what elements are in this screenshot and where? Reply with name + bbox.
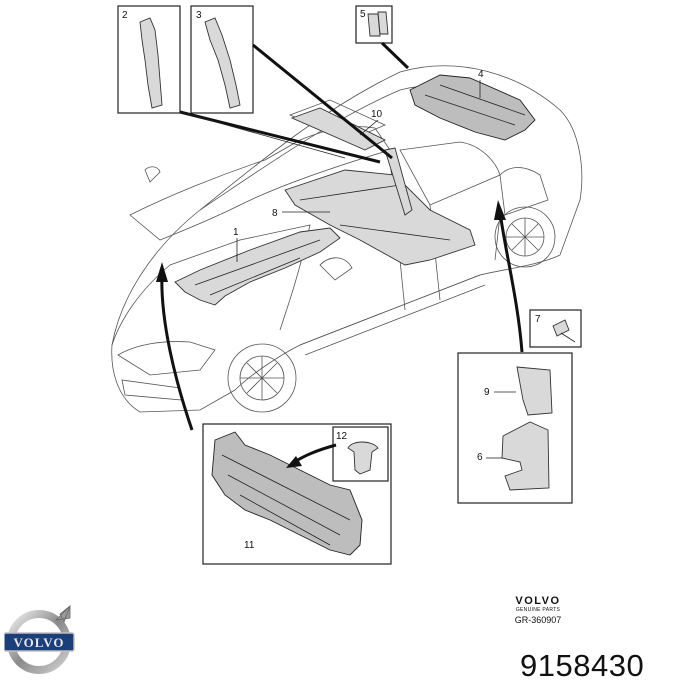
brand-block: VOLVO GENUINE PARTS GR-360907 (498, 595, 578, 626)
callout-2: 2 (122, 10, 128, 21)
part-10-roof-liner (290, 107, 387, 151)
logo-wordmark: VOLVO (14, 635, 65, 650)
callout-9: 9 (484, 387, 490, 398)
brand-wordmark: VOLVO (515, 595, 561, 607)
leader-lines (179, 41, 410, 164)
callout-8: 8 (272, 208, 278, 219)
detail-box-3: 3 (190, 5, 254, 114)
callout-3: 3 (196, 10, 202, 21)
curved-arrow-icon (156, 200, 524, 468)
part-8-floor-insulator (284, 169, 476, 266)
part-pillar-inserts (384, 147, 413, 216)
callout-1: 1 (233, 227, 239, 238)
detail-box-5: 5 (355, 5, 393, 44)
callout-10: 10 (371, 109, 383, 120)
diagram-reference: GR-360907 (514, 615, 562, 625)
part-number: 9158430 (520, 648, 645, 683)
detail-box-7: 7 (529, 309, 582, 348)
part-4-rear-shelf (409, 74, 536, 141)
volvo-iron-mark-icon: VOLVO (4, 604, 75, 674)
callout-11: 11 (244, 540, 255, 551)
brand-subline: GENUINE PARTS (515, 607, 561, 613)
part-1-cowl-panel (174, 227, 341, 306)
callout-6: 6 (477, 452, 483, 463)
callout-7: 7 (535, 314, 541, 325)
car-callouts: 1 8 10 4 (233, 69, 484, 262)
callout-5: 5 (360, 9, 366, 20)
callout-12: 12 (336, 431, 348, 442)
callout-4: 4 (478, 69, 484, 80)
detail-box-11: 12 11 (202, 423, 392, 565)
detail-box-2: 2 (117, 5, 181, 114)
detail-box-6-9: 9 6 (457, 352, 573, 504)
